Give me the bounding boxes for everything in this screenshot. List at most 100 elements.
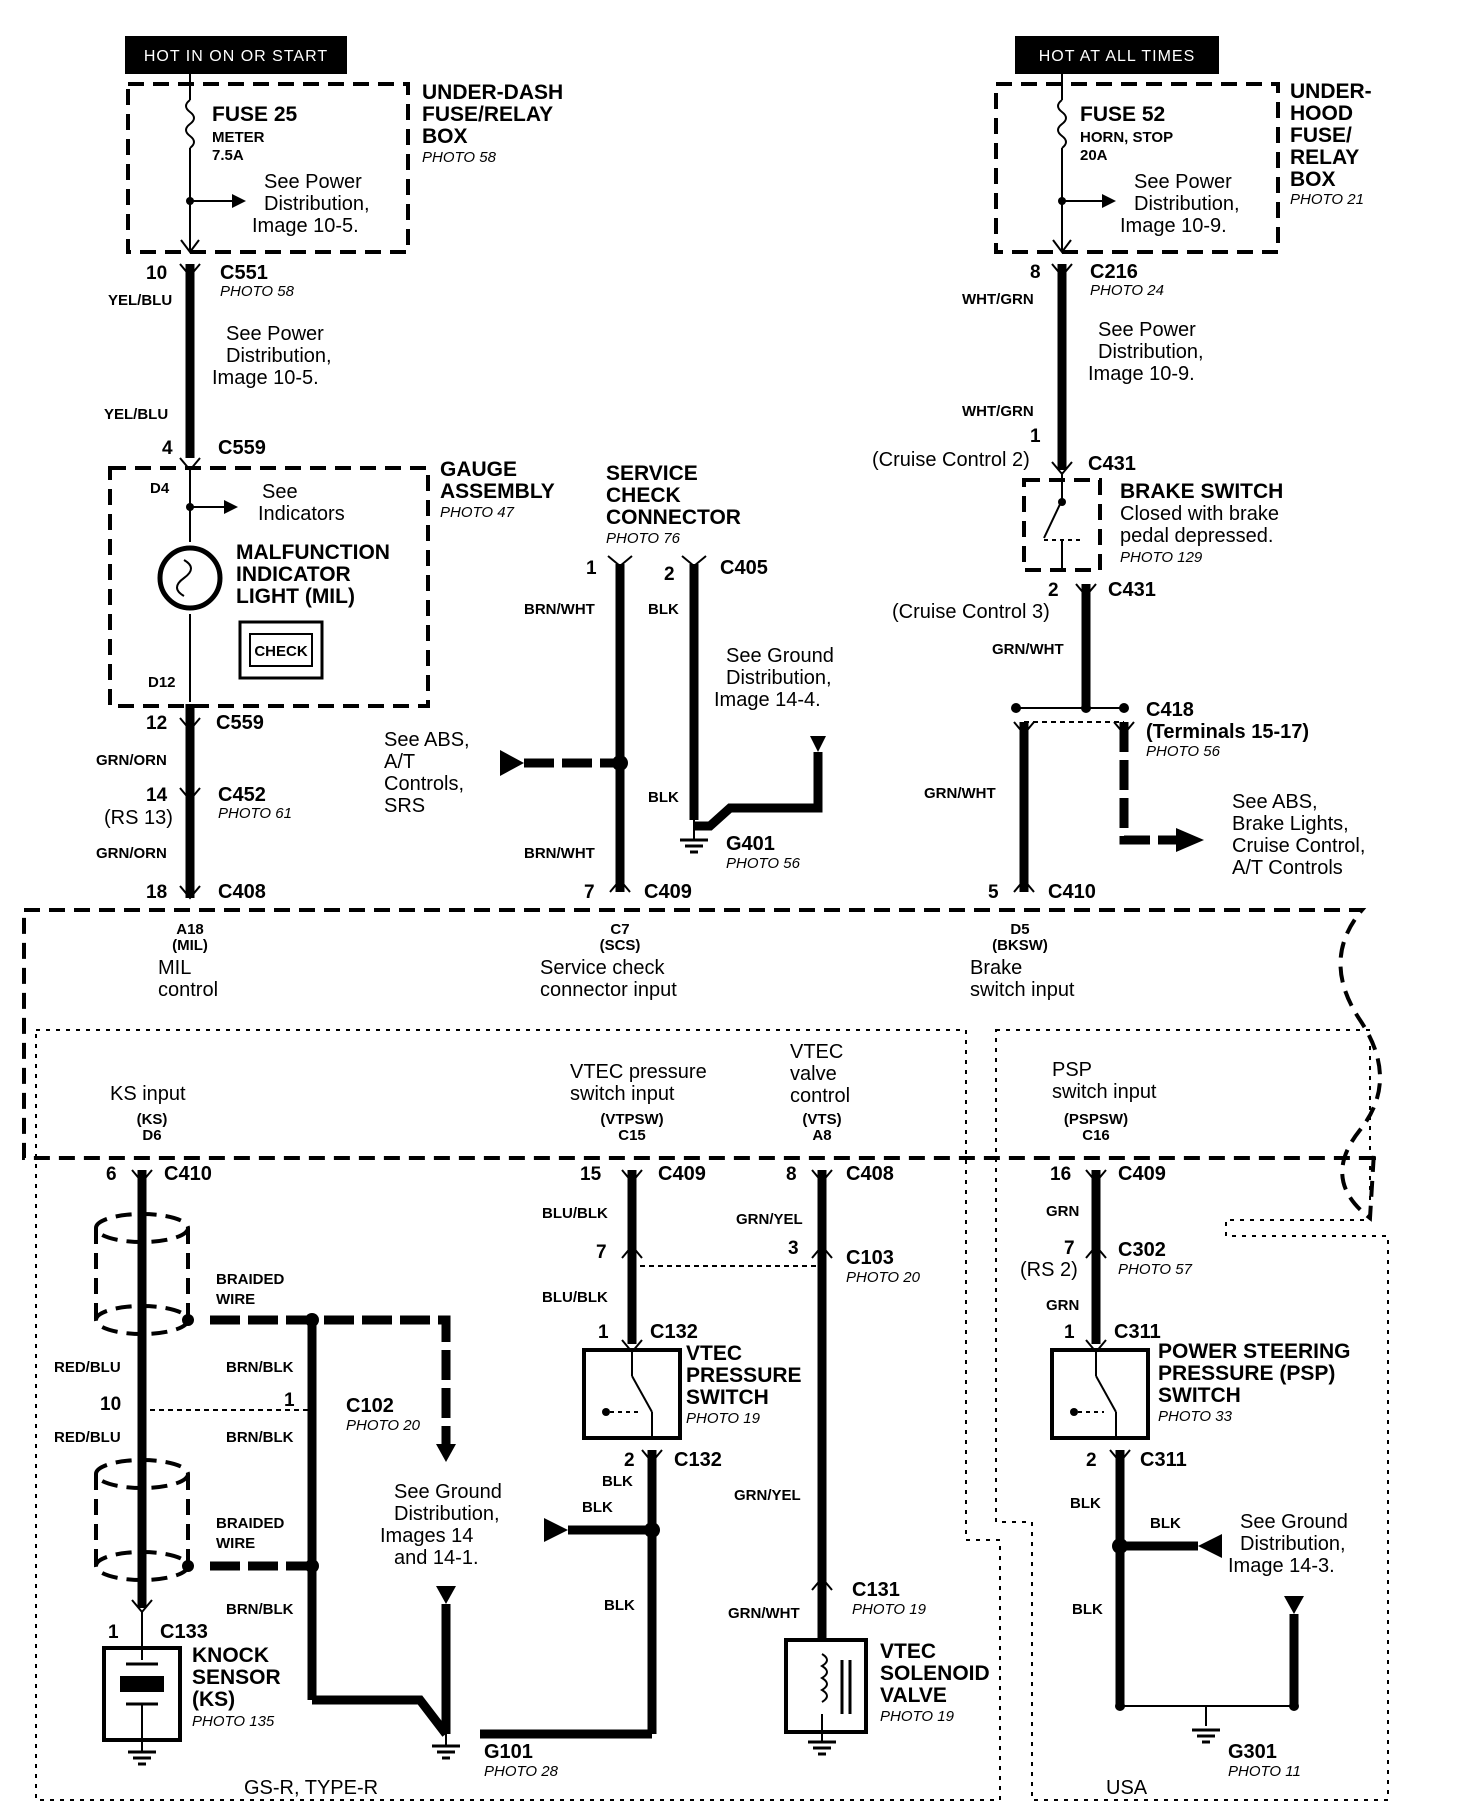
knock-c410-label: C410 [164, 1163, 212, 1185]
knock-sensor-photo: PHOTO 135 [192, 1713, 275, 1730]
braided-wire-label-4: WIRE [216, 1535, 255, 1552]
c302-photo: PHOTO 57 [1118, 1261, 1193, 1278]
wire-blk-psp-2: BLK [1150, 1515, 1181, 1532]
c410-pin: 5 [988, 882, 999, 903]
vtec-solenoid-icon [784, 1638, 868, 1734]
see-ground-text: See Ground [394, 1481, 502, 1503]
ecm-vts-code: (VTS) [802, 1111, 841, 1128]
wire-brn-blk: BRN/BLK [226, 1359, 294, 1376]
ecm-scs-pin: C7 [610, 921, 629, 938]
see-ground-text-4: and 14-1. [394, 1547, 479, 1569]
ground-arrow-icon [810, 736, 826, 752]
wire-grn-orn: GRN/ORN [96, 752, 167, 769]
vtec-sv-c408-label: C408 [846, 1163, 894, 1185]
c302-pin: 7 [1064, 1238, 1075, 1259]
knock-c410-pin: 6 [106, 1164, 117, 1185]
vtec-ps-c409-pin: 15 [580, 1164, 602, 1185]
wire-wht-grn-2: WHT/GRN [962, 403, 1034, 420]
wire-grn-yel-2: GRN/YEL [734, 1487, 801, 1504]
wire-grn-wht-vtec: GRN/WHT [728, 1605, 800, 1622]
header-left-text: HOT IN ON OR START [144, 48, 328, 65]
ecm-mil-code: (MIL) [172, 937, 208, 954]
wire-brn-blk-3: BRN/BLK [226, 1601, 294, 1618]
switch-contact-icon [1043, 499, 1063, 539]
g401-photo: PHOTO 56 [726, 855, 801, 872]
vtec-sv-title-2: SOLENOID [880, 1662, 990, 1685]
knock-pin10: 10 [100, 1394, 121, 1415]
ecm-ks-code: (KS) [137, 1111, 168, 1128]
see-abs-text-3: Controls, [384, 773, 464, 795]
vtec-ps-pin7: 7 [596, 1242, 607, 1263]
c551-photo: PHOTO 58 [220, 283, 295, 300]
brake-pin1: 1 [1030, 426, 1041, 447]
vtec-ps-title: VTEC [686, 1342, 742, 1365]
wire-blk-vtec-3: BLK [604, 1597, 635, 1614]
scs-photo: PHOTO 76 [606, 530, 681, 547]
see-power-text-2: Distribution, [1098, 341, 1204, 363]
see-power-text-2: Distribution, [226, 345, 332, 367]
vtec-sv-title: VTEC [880, 1640, 936, 1663]
g101-photo: PHOTO 28 [484, 1763, 559, 1780]
c132-bot-pin: 2 [624, 1450, 635, 1471]
cruise-control-3: (Cruise Control 3) [892, 601, 1050, 623]
wire-blk: BLK [648, 601, 679, 618]
wire-blk-vtec: BLK [602, 1473, 633, 1490]
see-power-text: See Power [1134, 171, 1232, 193]
ecm-scs-label-2: connector input [540, 979, 677, 1001]
psp-title-2: PRESSURE (PSP) [1158, 1362, 1335, 1385]
c302-note: (RS 2) [1020, 1259, 1078, 1281]
wire-yel-blu-2: YEL/BLU [104, 406, 168, 423]
c551-pin: 10 [146, 263, 167, 284]
vtec-ps-title-3: SWITCH [686, 1386, 769, 1409]
ecm-bksw-label-2: switch input [970, 979, 1075, 1001]
arrow-left-icon [1198, 1534, 1222, 1558]
header-left: HOT IN ON OR START [125, 36, 347, 74]
ground-g401-icon [680, 820, 708, 854]
wire-grn: GRN [1046, 1203, 1079, 1220]
c559-bot-label: C559 [216, 712, 264, 734]
ecm-mil-label-2: control [158, 979, 218, 1001]
c103-label: C103 [846, 1247, 894, 1269]
c132-bot-label: C132 [674, 1449, 722, 1471]
ecm-pspsw-label: PSP [1052, 1059, 1092, 1081]
ecm-vts-label-3: control [790, 1085, 850, 1107]
ecm-ks-label: KS input [110, 1083, 186, 1105]
g301-label: G301 [1228, 1741, 1277, 1763]
wire-blk-vtec-2: BLK [582, 1499, 613, 1516]
c409-label: C409 [644, 881, 692, 903]
vtec-sv-photo: PHOTO 19 [880, 1708, 955, 1725]
see-power-text: See Power [226, 323, 324, 345]
wire-blk-2: BLK [648, 789, 679, 806]
c551-label: C551 [220, 262, 268, 284]
c103-photo: PHOTO 20 [846, 1269, 921, 1286]
c311-bot-pin: 2 [1086, 1450, 1097, 1471]
c418-label: C418 [1146, 699, 1194, 721]
fuse-25-icon [185, 99, 195, 149]
see-abs-text-4: SRS [384, 795, 425, 817]
under-hood-title-3: FUSE/ [1290, 124, 1352, 147]
arrow-right-icon [1102, 194, 1116, 208]
g301-photo: PHOTO 11 [1228, 1763, 1301, 1780]
see-power-text-3: Image 10-5. [252, 215, 359, 237]
under-hood-fuse-box: FUSE 52 HORN, STOP 20A See Power Distrib… [994, 74, 1372, 254]
c408-pin: 18 [146, 882, 167, 903]
mil-label-3: LIGHT (MIL) [236, 585, 355, 608]
vtec-ps-c409-label: C409 [658, 1163, 706, 1185]
fuse-52-rating: 20A [1080, 147, 1108, 164]
see-ground-text-2: Distribution, [394, 1503, 500, 1525]
fuse-25-label: FUSE 25 [212, 103, 298, 126]
g101-label: G101 [484, 1741, 533, 1763]
vtec-ps-photo: PHOTO 19 [686, 1410, 761, 1427]
vtec-ps-title-2: PRESSURE [686, 1364, 802, 1387]
see-power-text-2: Distribution, [1134, 193, 1240, 215]
ecm-scs-code: (SCS) [600, 937, 641, 954]
arrow-right-icon [232, 194, 246, 208]
ecm-mil-pin: A18 [176, 921, 204, 938]
wire-red-blu: RED/BLU [54, 1359, 121, 1376]
c559-top-pin: 4 [162, 438, 173, 459]
scs-title: SERVICE [606, 462, 698, 485]
mil-circuit: 10 C551 PHOTO 58 YEL/BLU See Power Distr… [96, 262, 332, 903]
c431-top-label: C431 [1088, 453, 1136, 475]
c133-pin: 1 [108, 1622, 119, 1643]
fuse-52-icon [1057, 99, 1067, 149]
